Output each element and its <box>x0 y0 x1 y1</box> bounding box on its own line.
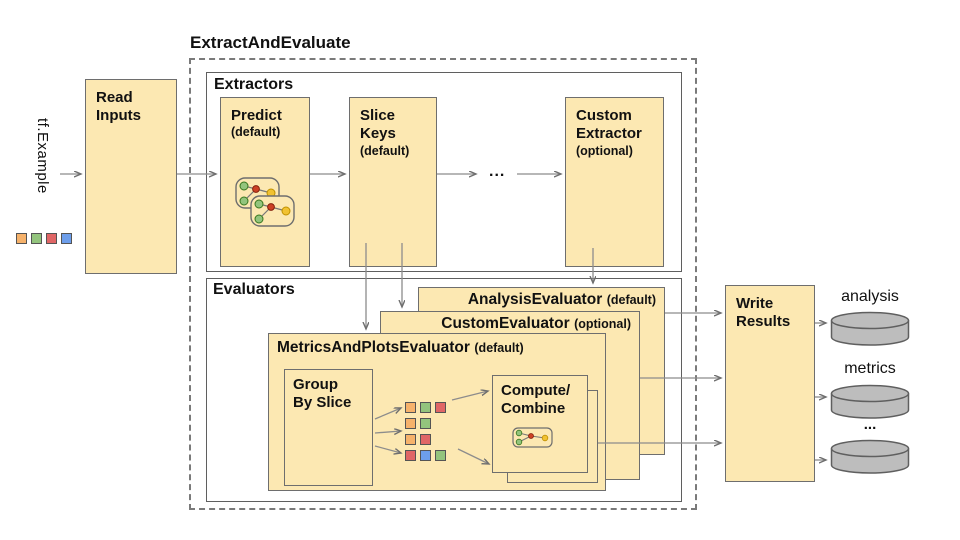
red-square <box>420 434 431 445</box>
orange-square <box>405 434 416 445</box>
slice-grid <box>405 402 446 466</box>
green-square <box>420 418 431 429</box>
group-by-slice-label: Group By Slice <box>293 376 352 412</box>
blue-square <box>420 450 431 461</box>
compute-combine-box: Compute/ Combine <box>492 375 588 473</box>
custom-extractor-title: Custom Extractor <box>576 107 642 143</box>
red-square <box>46 233 57 244</box>
read-inputs-label: Read Inputs <box>96 89 141 125</box>
orange-square <box>16 233 27 244</box>
write-results-label: Write Results <box>736 295 791 331</box>
metrics-and-plots-evaluator-qualifier: (default) <box>474 341 524 355</box>
group-by-slice-box: Group By Slice <box>284 369 373 486</box>
read-inputs-box: Read Inputs <box>85 79 177 274</box>
slice-grid-row <box>405 450 446 461</box>
slice-grid-row <box>405 434 446 445</box>
orange-square <box>405 402 416 413</box>
custom-extractor-box: Custom Extractor (optional) <box>565 97 664 267</box>
red-square <box>435 402 446 413</box>
custom-extractor-subtitle: (optional) <box>576 143 633 158</box>
more-db-cylinder-icon <box>830 439 910 474</box>
red-square <box>405 450 416 461</box>
input-squares <box>16 233 72 244</box>
custom-evaluator-qualifier: (optional) <box>574 317 631 331</box>
slice-keys-title: Slice Keys <box>360 107 396 143</box>
slice-grid-row <box>405 418 446 429</box>
tf-example-label: tf.Example <box>34 118 51 194</box>
custom-evaluator-title: CustomEvaluator <box>441 315 570 332</box>
slice-grid-row <box>405 402 446 413</box>
green-square <box>31 233 42 244</box>
extractors-container <box>206 72 682 272</box>
model-graph-icon <box>235 177 295 227</box>
predict-extractor-box: Predict (default) <box>220 97 310 267</box>
extractors-ellipsis: ... <box>489 163 506 180</box>
green-square <box>435 450 446 461</box>
metrics-db-cylinder-icon <box>830 384 910 419</box>
combine-graph-icon <box>512 427 553 448</box>
compute-combine-label: Compute/ Combine <box>501 382 571 418</box>
slice-keys-extractor-box: Slice Keys (default) <box>349 97 437 267</box>
green-square <box>420 402 431 413</box>
diagram-title: ExtractAndEvaluate <box>190 33 351 52</box>
analysis-db-cylinder-icon <box>830 311 910 346</box>
analysis-output-label: analysis <box>841 288 899 305</box>
analysis-evaluator-qualifier: (default) <box>606 293 656 307</box>
metrics-output-label: metrics <box>844 360 896 377</box>
write-results-box: Write Results <box>725 285 815 482</box>
outputs-ellipsis: ... <box>863 416 877 433</box>
predict-title: Predict <box>231 107 282 124</box>
slice-keys-subtitle: (default) <box>360 143 410 158</box>
blue-square <box>61 233 72 244</box>
evaluators-section-label: Evaluators <box>213 281 295 298</box>
metrics-and-plots-evaluator-title: MetricsAndPlotsEvaluator <box>277 339 470 356</box>
analysis-evaluator-title: AnalysisEvaluator <box>467 291 603 308</box>
evaluators-container <box>206 278 682 502</box>
predict-subtitle: (default) <box>231 125 281 140</box>
orange-square <box>405 418 416 429</box>
extractors-section-label: Extractors <box>214 76 294 93</box>
extract-and-evaluate-boundary <box>189 58 697 510</box>
